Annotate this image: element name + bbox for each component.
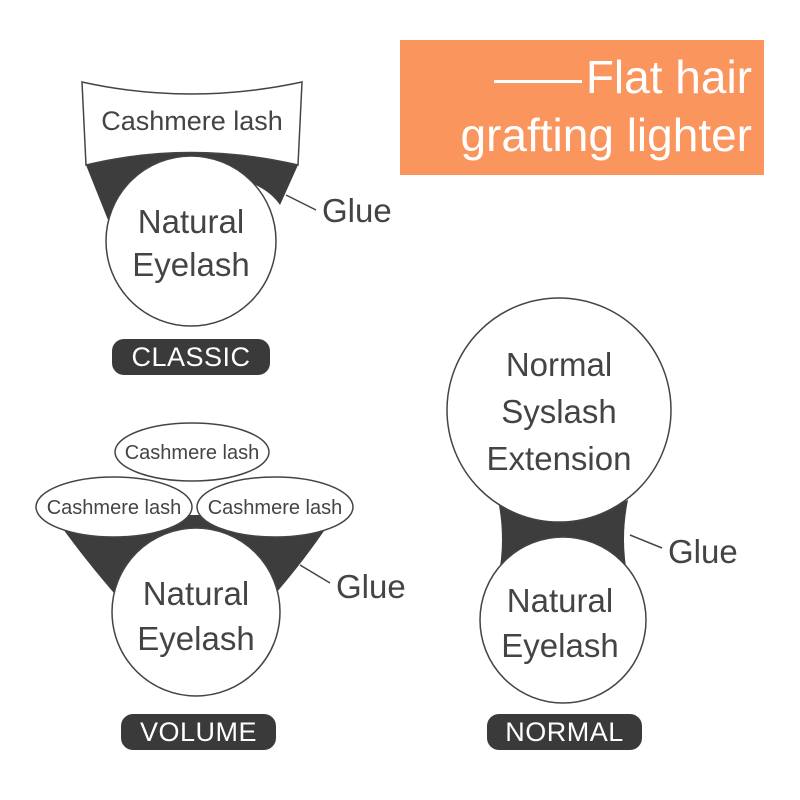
volume-natural-eyelash bbox=[111, 527, 281, 697]
volume-diagram: Cashmere lash Cashmere lash Cashmere las… bbox=[35, 422, 406, 697]
normal-natural-eyelash bbox=[479, 536, 647, 704]
volume-eyelash-line1: Natural bbox=[143, 575, 249, 612]
banner-line2: grafting lighter bbox=[460, 109, 753, 161]
normal-glue-label: Glue bbox=[668, 533, 738, 570]
classic-lash-label: Cashmere lash bbox=[101, 106, 283, 136]
volume-cashmere-lash-left bbox=[35, 476, 193, 538]
classic-glue-pointer bbox=[285, 194, 317, 211]
normal-diagram: Normal Syslash Extension Natural Eyelash… bbox=[446, 297, 738, 704]
normal-badge: NORMAL bbox=[487, 714, 642, 750]
normal-extension-line3: Extension bbox=[487, 440, 632, 477]
classic-cashmere-lash bbox=[81, 81, 303, 166]
normal-extension-line2: Syslash bbox=[501, 393, 617, 430]
normal-extension bbox=[446, 297, 672, 523]
banner-line1: Flat hair bbox=[400, 48, 752, 106]
classic-natural-eyelash bbox=[105, 155, 277, 327]
normal-eyelash-line2: Eyelash bbox=[501, 627, 618, 664]
volume-lash-label-right: Cashmere lash bbox=[208, 497, 343, 519]
volume-glue-label: Glue bbox=[336, 568, 406, 605]
volume-cashmere-lash-top bbox=[114, 422, 270, 482]
classic-eyelash-line1: Natural bbox=[138, 203, 244, 240]
banner-line1-text: Flat hair bbox=[585, 51, 752, 103]
volume-lash-label-left: Cashmere lash bbox=[47, 497, 182, 519]
normal-eyelash-line1: Natural bbox=[507, 582, 613, 619]
classic-glue-label: Glue bbox=[322, 192, 392, 229]
classic-badge: CLASSIC bbox=[112, 339, 270, 375]
title-banner: Flat hair grafting lighter bbox=[400, 40, 764, 175]
classic-glue bbox=[86, 152, 298, 220]
classic-diagram: Cashmere lash Natural Eyelash Glue bbox=[81, 81, 392, 327]
classic-eyelash-line2: Eyelash bbox=[132, 246, 249, 283]
volume-lash-label-top: Cashmere lash bbox=[125, 442, 260, 464]
banner-rule bbox=[493, 80, 582, 83]
volume-badge: VOLUME bbox=[121, 714, 276, 750]
normal-glue-pointer bbox=[629, 534, 663, 549]
volume-glue-pointer bbox=[299, 564, 331, 584]
volume-eyelash-line2: Eyelash bbox=[137, 620, 254, 657]
normal-extension-line1: Normal bbox=[506, 346, 612, 383]
volume-cashmere-lash-right bbox=[196, 476, 354, 538]
